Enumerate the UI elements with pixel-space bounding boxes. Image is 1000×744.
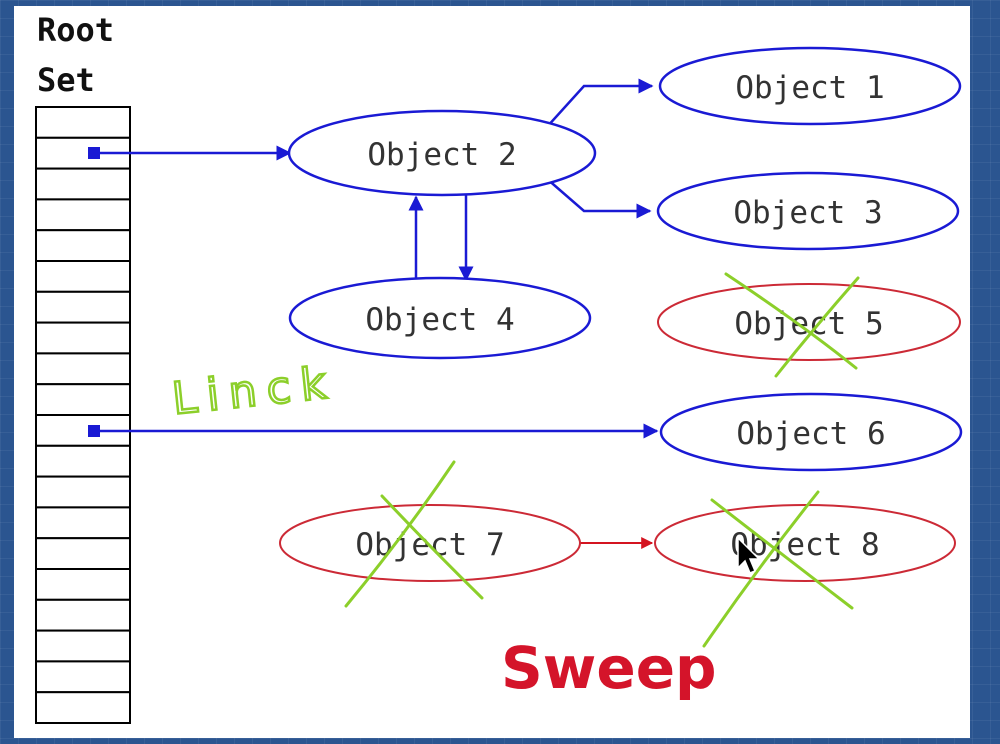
root-set-slot	[35, 260, 131, 293]
root-set-slot	[35, 290, 131, 324]
root-set-slot	[35, 106, 131, 139]
object-3-node: Object 3	[656, 171, 960, 251]
edge-object-2-to-object-3	[545, 177, 652, 219]
object-8-node: Object 8	[654, 504, 956, 582]
root-set-slot	[35, 506, 131, 540]
object-1-label: Object 1	[735, 70, 884, 106]
object-4-node: Object 4	[288, 276, 592, 360]
root-set-slot	[35, 691, 131, 725]
root-set-slot	[35, 352, 131, 386]
object-3-label: Object 3	[733, 195, 882, 231]
object-5-node: Object 5	[657, 283, 961, 361]
root-set-slot	[35, 598, 131, 632]
object-2-ellipse	[287, 109, 597, 197]
object-2-label: Object 2	[367, 137, 516, 173]
object-7-node: Object 7	[279, 504, 581, 582]
cross-mark-object-5	[724, 272, 860, 378]
root-set-slot	[35, 321, 131, 355]
diagram-canvas: Root Set Object 1	[14, 6, 970, 738]
root-set-slot	[35, 537, 131, 571]
edges	[100, 78, 659, 549]
object-6-ellipse	[659, 392, 963, 472]
root-pointer-1	[88, 147, 100, 159]
object-8-ellipse	[654, 504, 956, 582]
root-set-slot	[35, 444, 131, 478]
gc-diagram: Object 1 Object 2 Object 3 Object 4 Obje…	[35, 46, 963, 725]
root-set-slot	[35, 198, 131, 232]
object-2-node: Object 2	[287, 109, 597, 197]
root-set-slot	[35, 660, 131, 694]
object-1-node: Object 1	[658, 46, 962, 126]
handwritten-note: Linck	[170, 357, 339, 425]
cross-mark-object-8	[702, 490, 854, 648]
mouse-cursor-icon	[737, 536, 761, 574]
root-set-slot	[35, 167, 131, 201]
object-5-ellipse	[657, 283, 961, 361]
object-6-node: Object 6	[659, 392, 963, 472]
root-set-column	[35, 106, 131, 725]
cross-mark-object-7	[344, 460, 484, 608]
root-set-slot	[35, 568, 131, 601]
object-3-ellipse	[656, 171, 960, 251]
root-set-slot	[35, 475, 131, 509]
object-1-ellipse	[658, 46, 962, 126]
object-4-ellipse	[288, 276, 592, 360]
root-pointer-2	[88, 425, 100, 437]
edge-object-2-to-object-1	[545, 78, 654, 129]
object-6-label: Object 6	[736, 416, 885, 452]
root-set-slot	[35, 629, 131, 663]
root-set-title-line1: Root	[37, 11, 115, 49]
root-set-slot	[35, 383, 131, 417]
object-7-ellipse	[279, 504, 581, 582]
root-set-slot	[35, 229, 131, 262]
root-set-title-line2: Set	[37, 61, 95, 99]
object-4-label: Object 4	[365, 302, 514, 338]
sweep-label: Sweep	[501, 634, 717, 702]
